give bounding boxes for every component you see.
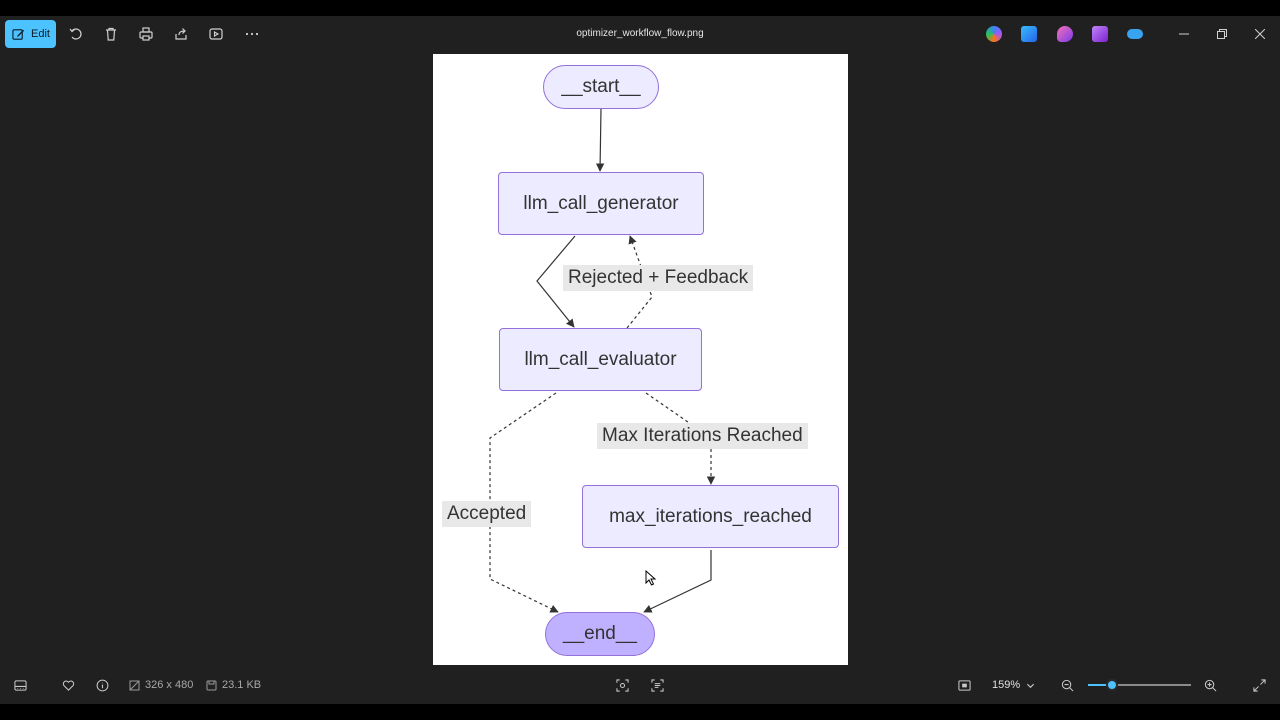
top-border <box>0 0 1280 16</box>
rotate-icon[interactable] <box>66 24 86 44</box>
onedrive-icon[interactable] <box>1127 29 1143 39</box>
favorite-icon[interactable] <box>60 677 76 693</box>
zoom-slider-thumb[interactable] <box>1106 679 1118 691</box>
paint-icon[interactable] <box>1057 26 1073 42</box>
copilot-icon[interactable] <box>986 26 1002 42</box>
dimensions-icon <box>129 680 140 691</box>
filmstrip-icon[interactable] <box>12 677 28 693</box>
scan-text-icon[interactable] <box>649 677 665 693</box>
close-button[interactable] <box>1250 24 1270 44</box>
edge-label-rejected-feedback: Rejected + Feedback <box>563 265 754 291</box>
chevron-down-icon <box>1027 683 1035 688</box>
zoom-value: 159% <box>992 679 1021 691</box>
clipchamp-icon[interactable] <box>1092 26 1108 42</box>
edit-label: Edit <box>31 28 50 40</box>
edit-icon <box>12 28 25 40</box>
more-icon[interactable] <box>242 24 262 44</box>
share-icon[interactable] <box>171 24 191 44</box>
bottom-border <box>0 704 1280 720</box>
edge-maxiter-end <box>643 550 712 613</box>
minimize-icon <box>1179 33 1189 35</box>
status-bar: 326 x 480 23.1 KB 159% <box>0 665 1280 704</box>
node-max-iterations-reached: max_iterations_reached <box>582 485 839 548</box>
edge-generator-evaluator <box>536 235 576 328</box>
node-llm-call-generator: llm_call_generator <box>498 172 704 235</box>
info-icon[interactable] <box>94 677 110 693</box>
mouse-cursor-icon <box>645 570 657 586</box>
restore-button[interactable] <box>1212 24 1232 44</box>
image-canvas: __start__ llm_call_generator llm_call_ev… <box>433 54 848 665</box>
edge-label-max-iterations-reached: Max Iterations Reached <box>597 423 808 449</box>
edge-start-generator <box>595 108 605 172</box>
edit-button[interactable]: Edit <box>5 20 56 48</box>
window-title: optimizer_workflow_flow.png <box>576 28 704 39</box>
node-start: __start__ <box>543 65 659 109</box>
zoom-slider-fill <box>1088 684 1112 686</box>
title-bar: Edit optimizer_workflow_flow.png <box>0 16 1280 54</box>
designer-icon[interactable] <box>1021 26 1037 42</box>
node-end: __end__ <box>545 612 655 656</box>
node-llm-call-evaluator: llm_call_evaluator <box>499 328 702 391</box>
zoom-slider[interactable] <box>1088 679 1191 691</box>
zoom-dropdown[interactable]: 159% <box>984 673 1046 697</box>
close-icon <box>1255 29 1265 39</box>
crop-icon[interactable] <box>614 677 630 693</box>
zoom-out-icon[interactable] <box>1059 677 1075 693</box>
minimize-button[interactable] <box>1174 24 1194 44</box>
image-dimensions: 326 x 480 <box>145 679 194 691</box>
slideshow-icon[interactable] <box>206 24 226 44</box>
edge-label-accepted: Accepted <box>442 501 532 527</box>
delete-icon[interactable] <box>101 24 121 44</box>
actual-size-icon[interactable] <box>956 677 972 693</box>
file-size-icon <box>206 680 217 691</box>
print-icon[interactable] <box>136 24 156 44</box>
restore-icon <box>1217 29 1227 39</box>
zoom-in-icon[interactable] <box>1202 677 1218 693</box>
fullscreen-icon[interactable] <box>1251 677 1267 693</box>
edge-evaluator-generator <box>626 235 653 329</box>
file-size: 23.1 KB <box>222 679 262 691</box>
